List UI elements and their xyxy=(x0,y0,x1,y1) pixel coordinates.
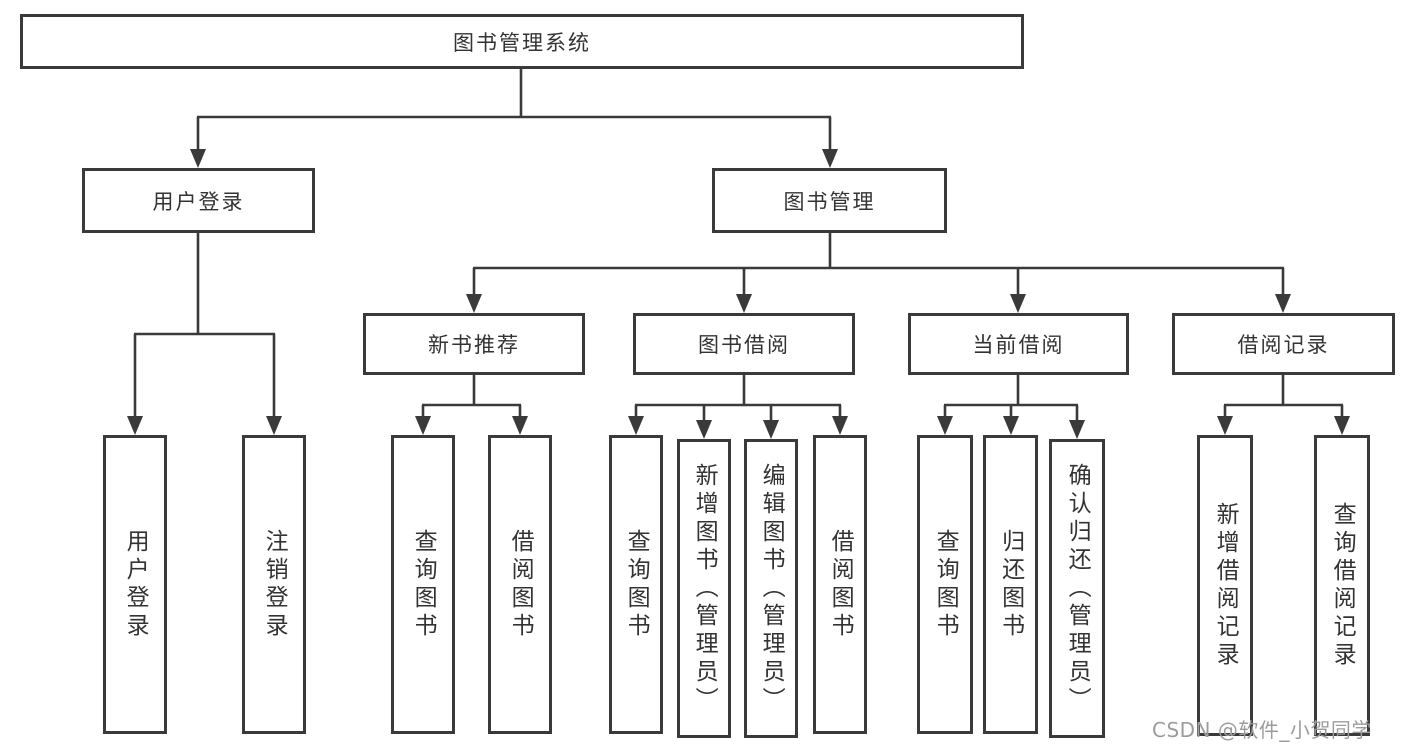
leaf-logout-label: 注销登录 xyxy=(261,528,288,641)
watermark: CSDN @软件_小贺同学 xyxy=(1152,718,1372,742)
connector-root xyxy=(197,69,831,119)
connector-book-management xyxy=(473,233,1284,270)
leaf-borrow-books: 借阅图书 xyxy=(813,435,867,734)
leaf-query-borrow-record: 查询借阅记录 xyxy=(1314,435,1370,736)
leaf-borrow-books-recommend: 借阅图书 xyxy=(488,435,552,734)
node-book-borrow: 图书借阅 xyxy=(633,313,855,375)
leaf-confirm-return-admin: 确认归还（管理员） xyxy=(1049,439,1105,738)
leaf-borrow-books-label: 借阅图书 xyxy=(827,528,854,641)
leaf-query-books-recommend-label: 查询图书 xyxy=(410,528,437,641)
leaf-return-book: 归还图书 xyxy=(983,435,1038,734)
leaf-edit-book-admin: 编辑图书（管理员） xyxy=(744,439,798,738)
leaf-user-login: 用户登录 xyxy=(103,435,167,734)
arrowheads xyxy=(127,149,1350,439)
leaf-add-book-admin: 新增图书（管理员） xyxy=(677,439,731,738)
leaf-return-book-label: 归还图书 xyxy=(997,528,1024,641)
node-book-management: 图书管理 xyxy=(712,168,947,233)
leaf-add-book-admin-label: 新增图书（管理员） xyxy=(691,462,718,715)
leaf-add-borrow-record: 新增借阅记录 xyxy=(1197,435,1253,736)
node-new-book-recommend: 新书推荐 xyxy=(363,313,585,375)
node-borrow-records: 借阅记录 xyxy=(1172,313,1395,375)
leaf-query-books-borrow-label: 查询图书 xyxy=(623,528,650,641)
leaf-query-books-current-label: 查询图书 xyxy=(932,528,959,641)
leaf-query-books-current: 查询图书 xyxy=(917,435,973,734)
leaf-add-borrow-record-label: 新增借阅记录 xyxy=(1212,501,1239,670)
connector-user-login xyxy=(134,233,275,336)
leaf-user-login-label: 用户登录 xyxy=(122,528,149,641)
leaf-edit-book-admin-label: 编辑图书（管理员） xyxy=(758,462,785,715)
leaf-query-books-borrow: 查询图书 xyxy=(609,435,663,734)
connector-borrow-records xyxy=(1224,375,1343,407)
node-current-borrow: 当前借阅 xyxy=(908,313,1129,375)
node-root-title: 图书管理系统 xyxy=(20,14,1024,69)
node-user-login: 用户登录 xyxy=(82,168,315,233)
leaf-confirm-return-admin-label: 确认归还（管理员） xyxy=(1064,462,1091,715)
leaf-query-borrow-record-label: 查询借阅记录 xyxy=(1329,501,1356,670)
leaf-query-books-recommend: 查询图书 xyxy=(391,435,455,734)
connector-new-book xyxy=(422,375,521,407)
leaf-logout: 注销登录 xyxy=(242,435,306,734)
leaf-borrow-books-recommend-label: 借阅图书 xyxy=(507,528,534,641)
connector-book-borrow xyxy=(635,375,841,407)
connector-current-borrow xyxy=(944,375,1078,407)
